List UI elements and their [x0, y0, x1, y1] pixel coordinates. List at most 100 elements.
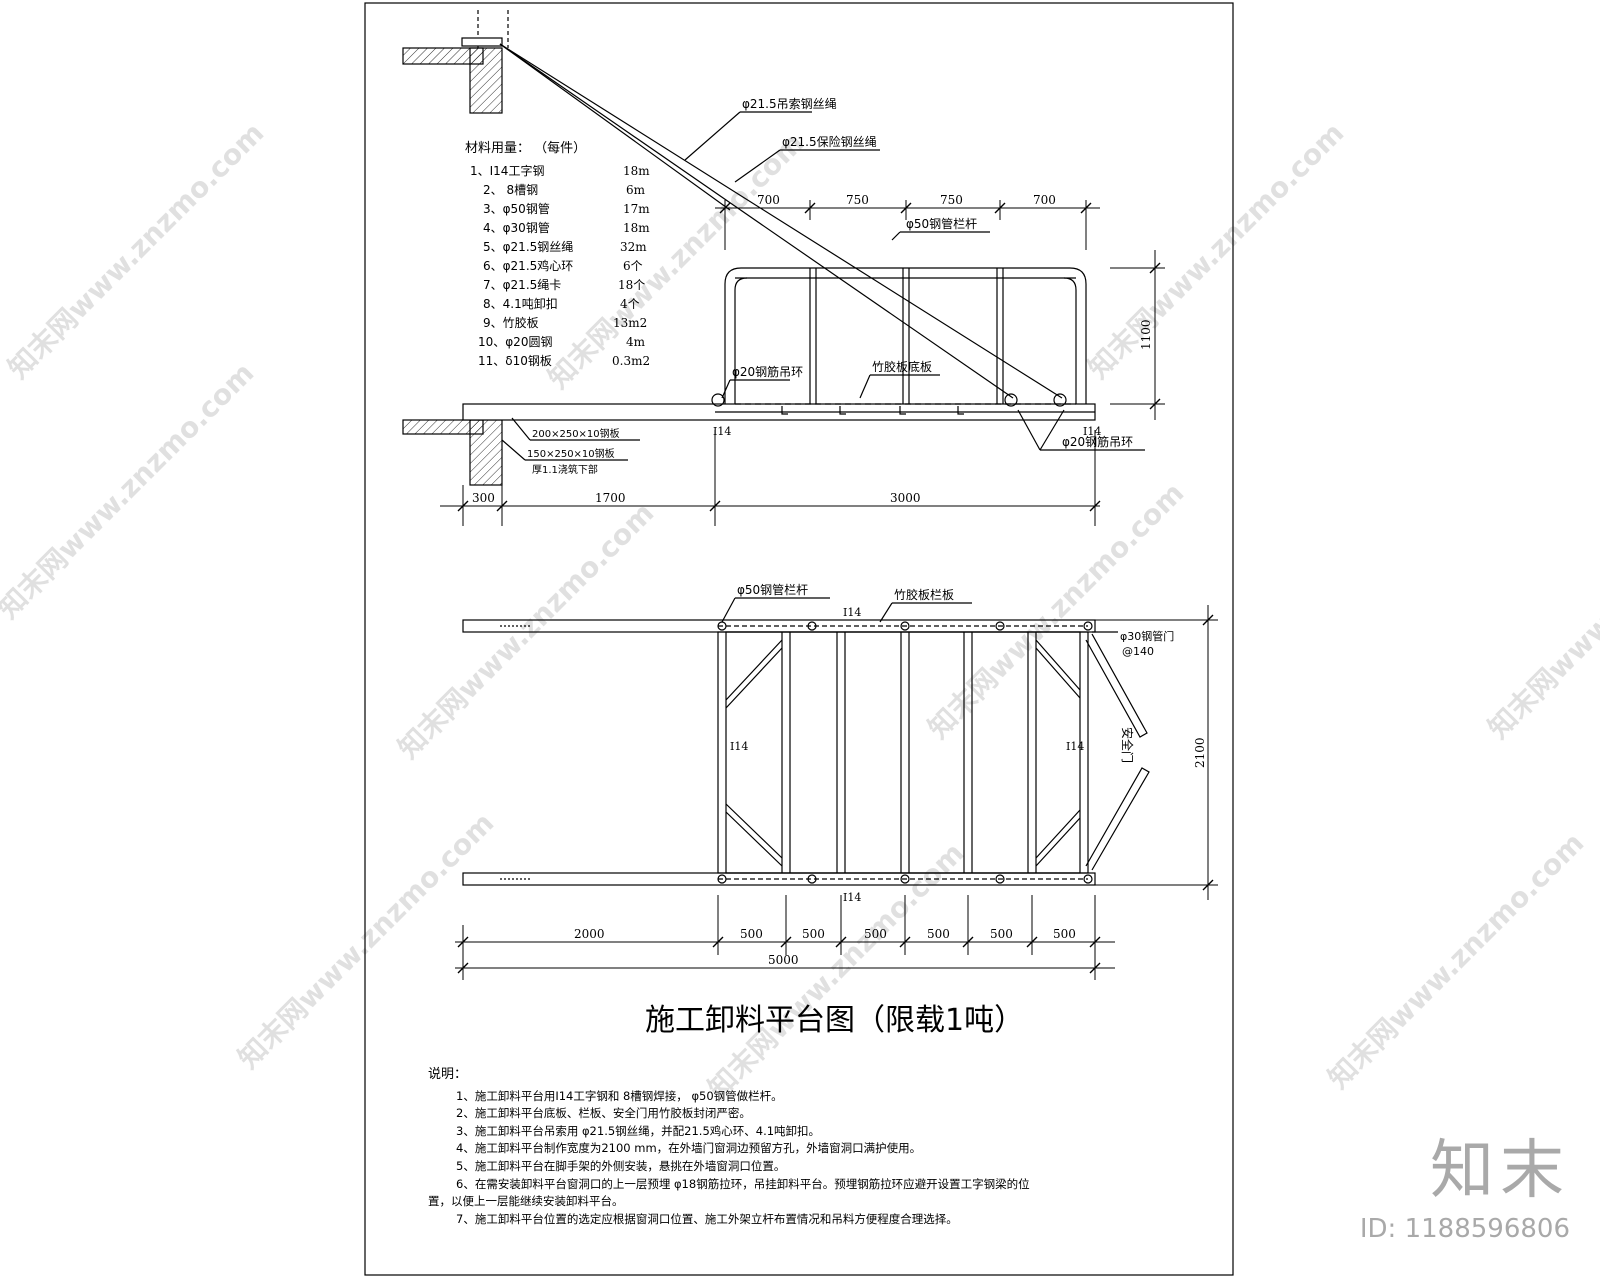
material-item-qty: 6个 [623, 259, 643, 273]
plan-board-label: 竹胶板栏板 [894, 587, 954, 602]
ring-left-label: φ20钢筋吊环 [732, 364, 803, 379]
materials-list: 材料用量： （每件） 1、I14工字钢 18m 2、 8槽钢 6m 3、φ50钢… [465, 140, 650, 368]
elevation-view [402, 10, 1165, 526]
watermark-text: 知末网www.znzmo.com [542, 126, 811, 395]
brand-id: ID: 1188596806 [1359, 1214, 1570, 1244]
material-item-qty: 4个 [620, 297, 640, 311]
watermark-text: 知末网www.znzmo.com [1482, 476, 1600, 745]
gate-lower [1085, 767, 1150, 871]
material-item-qty: 0.3m2 [612, 354, 650, 368]
note-item: 6、在需安装卸料平台窗洞口的上一层预埋 φ18钢筋拉环，吊挂卸料平台。预埋钢筋拉… [456, 1176, 1030, 1191]
notes-heading: 说明： [428, 1067, 468, 1082]
material-item-name: 8、4.1吨卸扣 [483, 296, 558, 311]
plan-beam-top-label: I14 [843, 606, 861, 619]
material-item-qty: 18个 [618, 278, 645, 292]
dim-height: 1100 [1139, 319, 1153, 350]
material-item-name: 11、δ10钢板 [478, 354, 552, 368]
dim-top-3: 750 [940, 193, 963, 207]
material-item-qty: 13m2 [613, 316, 647, 330]
main-rope [499, 43, 1063, 399]
notes-block: 说明： 1、施工卸料平台用I14工字钢和 8槽钢焊接， φ50钢管做栏杆。 2、… [428, 1066, 1188, 1228]
watermark-text: 知末网www.znzmo.com [702, 836, 971, 1105]
materials-heading: 材料用量： （每件） [465, 140, 586, 156]
plan-dim-7: 500 [1053, 927, 1076, 941]
material-item-name: 1、I14工字钢 [470, 163, 544, 178]
material-item-qty: 6m [626, 183, 646, 197]
plan-dim-4: 500 [864, 927, 887, 941]
watermark-text: 知末网www.znzmo.com [0, 356, 260, 625]
material-item-name: 6、φ21.5鸡心环 [483, 258, 573, 273]
material-item-qty: 18m [623, 164, 650, 178]
material-item-name: 3、φ50钢管 [483, 201, 550, 216]
watermark-text: 知末网www.znzmo.com [392, 496, 661, 765]
safety-gate-label: 安全门 [1120, 727, 1135, 763]
elevation-labels: φ21.5吊索钢丝绳 φ21.5保险钢丝绳 φ50钢管栏杆 φ20钢筋吊环 竹胶… [472, 97, 1153, 505]
anchor [461, 37, 503, 47]
dim-top-1: 700 [757, 193, 780, 207]
plan-total-dim: 5000 [768, 953, 799, 967]
brand-block: 知末 ID: 1188596806 [1360, 1138, 1570, 1244]
dim-top-2: 750 [846, 193, 869, 207]
rail-label: φ50钢管栏杆 [906, 216, 977, 231]
note-item-wrap: 置，以便上一层能继续安装卸料平台。 [428, 1194, 624, 1209]
plan-beam-side-left: I14 [730, 740, 748, 753]
safety-rope [499, 43, 1014, 399]
floor-label: 竹胶板底板 [872, 359, 932, 374]
lift-ring-mid [1004, 393, 1018, 407]
lift-ring-right [1053, 393, 1067, 407]
lift-ring-left [711, 393, 725, 407]
upper-wall [469, 47, 503, 114]
railing [724, 267, 1087, 404]
dim-top-4: 700 [1033, 193, 1056, 207]
beam-right-label: I14 [1083, 425, 1101, 438]
dim-bottom-2: 1700 [595, 491, 626, 505]
plan-beam-bottom-label: I14 [843, 891, 861, 904]
material-item-name: 10、φ20圆钢 [478, 335, 552, 349]
material-item-name: 4、φ30钢管 [483, 220, 550, 235]
material-item-qty: 32m [620, 240, 647, 254]
plan-dim-5: 500 [927, 927, 950, 941]
plate1-label: 200×250×10钢板 [532, 427, 620, 440]
watermark-text: 知末网www.znzmo.com [2, 116, 271, 385]
plan-dim-6: 500 [990, 927, 1013, 941]
note-item: 7、施工卸料平台位置的选定应根据窗洞口位置、施工外架立杆布置情况和吊料方便程度合… [456, 1211, 958, 1226]
gate-size: @140 [1122, 645, 1154, 658]
sheet-border [364, 2, 1234, 1276]
plan-beam-side-right: I14 [1066, 740, 1084, 753]
lower-wall [469, 419, 503, 486]
note-item: 5、施工卸料平台在脚手架的外侧安装，悬挑在外墙窗洞口位置。 [456, 1158, 786, 1173]
watermark-text: 知末网www.znzmo.com [1082, 116, 1351, 385]
material-item-name: 7、φ21.5绳卡 [483, 278, 561, 292]
material-item-name: 9、竹胶板 [483, 315, 539, 330]
material-item-name: 2、 8槽钢 [483, 183, 538, 197]
rope-safety-label: φ21.5保险钢丝绳 [782, 134, 877, 149]
note-item: 3、施工卸料平台吊索用 φ21.5钢丝绳，并配21.5鸡心环、4.1吨卸扣。 [456, 1123, 821, 1138]
plan-frame [717, 631, 1089, 874]
note-item: 2、施工卸料平台底板、栏板、安全门用竹胶板封闭严密。 [456, 1106, 751, 1121]
watermark-text: 知末网www.znzmo.com [1322, 826, 1591, 1095]
material-item-qty: 4m [626, 335, 646, 349]
watermark-layer: 知末网www.znzmo.com 知末网www.znzmo.com 知末网www… [0, 116, 1600, 1105]
plate2-label: 150×250×10钢板 [527, 447, 615, 460]
plan-dim-1: 2000 [574, 927, 605, 941]
beam-left-label: I14 [713, 425, 731, 438]
plate3-label: 厚1.1浇筑下部 [532, 463, 598, 476]
material-item-name: 5、φ21.5钢丝绳 [483, 240, 573, 254]
ring-right-label: φ20钢筋吊环 [1062, 434, 1133, 449]
gate-label: φ30钢管门 [1120, 629, 1174, 643]
gate-upper [1085, 633, 1148, 738]
dim-bottom-1: 300 [472, 491, 495, 505]
plan-width-dim: 2100 [1193, 737, 1207, 768]
material-item-qty: 18m [623, 221, 650, 235]
material-item-qty: 17m [623, 202, 650, 216]
brand-logo: 知末 [1430, 1134, 1570, 1208]
plan-view [455, 597, 1218, 980]
watermark-text: 知末网www.znzmo.com [232, 806, 501, 1075]
plan-rail-label: φ50钢管栏杆 [737, 582, 808, 597]
drawing-title: 施工卸料平台图（限载1吨） [645, 1003, 1024, 1038]
plan-labels: φ50钢管栏杆 竹胶板栏板 φ30钢管门 @140 安全门 I14 I14 I1… [574, 582, 1207, 967]
rope-main-label: φ21.5吊索钢丝绳 [742, 97, 837, 111]
watermark-text: 知末网www.znzmo.com [922, 476, 1191, 745]
plan-dim-3: 500 [802, 927, 825, 941]
